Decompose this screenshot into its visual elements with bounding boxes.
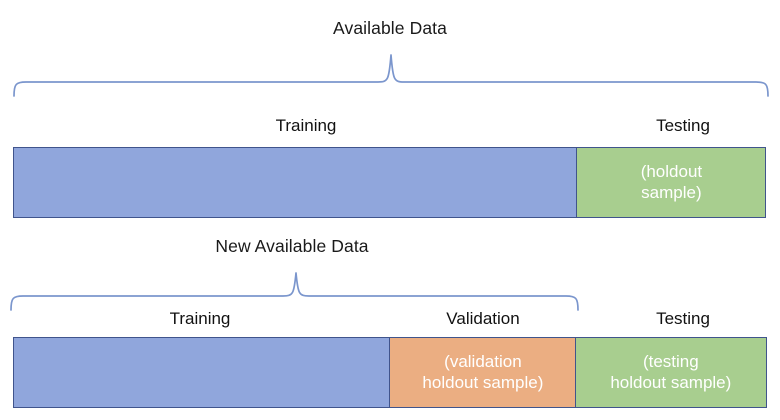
segment-label-testing-row2: Testing	[656, 309, 710, 328]
group-title-available-data: Available Data	[333, 18, 447, 38]
segment-label-training-row1: Training	[275, 116, 337, 135]
segment-testing-row2[interactable]: (testing holdout sample)	[574, 337, 767, 408]
segment-label-validation-row2: Validation	[446, 309, 520, 328]
segment-training-row1[interactable]	[13, 147, 578, 218]
segment-label-training-row2: Training	[169, 309, 231, 328]
segment-text-validation-row2: (validation holdout sample)	[422, 351, 544, 392]
segment-validation-row2[interactable]: (validation holdout sample)	[389, 337, 577, 408]
segment-label-testing-row1: Testing	[656, 116, 710, 135]
segment-training-row2[interactable]	[13, 337, 391, 408]
bar-row-new-available-data: (validation holdout sample) (testing hol…	[13, 337, 768, 408]
group-title-new-available-data: New Available Data	[215, 236, 369, 256]
bar-row-available-data: (holdout sample)	[13, 147, 768, 218]
segment-text-testing-row2: (testing holdout sample)	[610, 351, 732, 392]
segment-text-testing-row1: (holdout sample)	[640, 161, 703, 202]
segment-testing-row1[interactable]: (holdout sample)	[576, 147, 767, 218]
